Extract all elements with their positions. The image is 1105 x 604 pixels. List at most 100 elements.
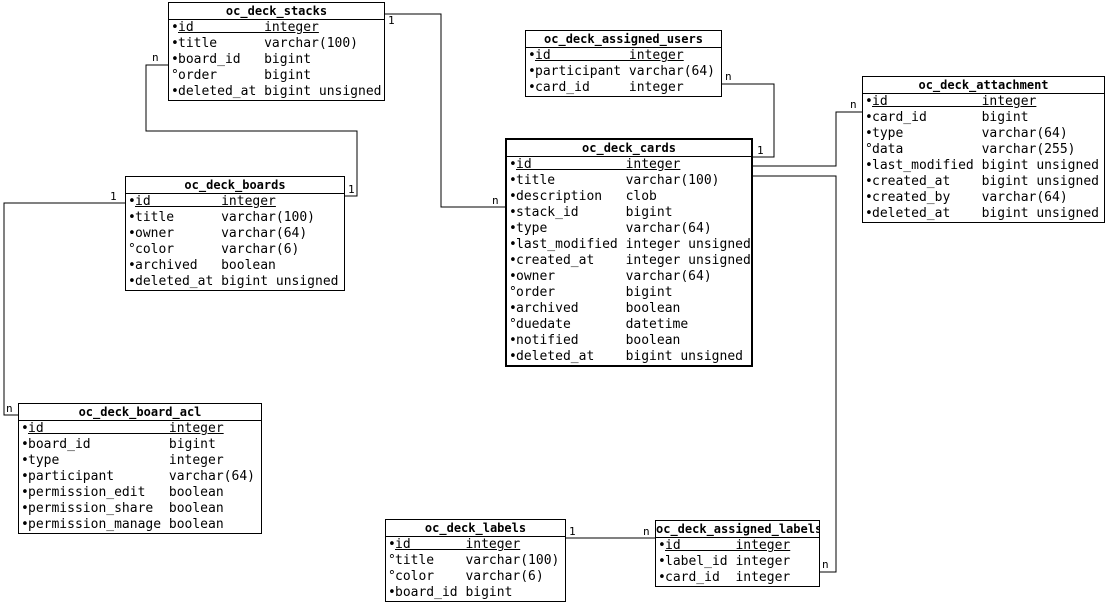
column-text: data varchar(255) bbox=[872, 142, 1076, 157]
column-row: • last_modified integer unsigned bbox=[507, 237, 751, 253]
table-name[interactable]: oc_deck_assigned_users bbox=[526, 31, 721, 48]
column-row: ° order bigint bbox=[507, 285, 751, 301]
column-row: • card_id integer bbox=[656, 570, 819, 586]
notnull-bullet-icon: • bbox=[528, 48, 536, 63]
relationship-line-oc_deck_assigned_labels--oc_deck_cards bbox=[753, 175, 837, 573]
notnull-bullet-icon: • bbox=[658, 554, 666, 569]
column-row: • deleted_at bigint unsigned bbox=[507, 349, 751, 365]
column-text: permission_manage boolean bbox=[28, 517, 224, 532]
column-text: notified boolean bbox=[516, 333, 681, 348]
column-row: ° data varchar(255) bbox=[863, 142, 1104, 158]
table-name[interactable]: oc_deck_board_acl bbox=[19, 404, 261, 421]
column-text: duedate datetime bbox=[516, 317, 689, 332]
column-row: • id integer bbox=[656, 538, 819, 554]
notnull-bullet-icon: • bbox=[509, 189, 517, 204]
column-text: id integer bbox=[535, 48, 684, 63]
column-row: • id integer bbox=[126, 194, 344, 210]
column-row: • id integer bbox=[507, 157, 751, 173]
cardinality-label: 1 bbox=[110, 190, 117, 203]
notnull-bullet-icon: • bbox=[509, 173, 517, 188]
notnull-bullet-icon: • bbox=[21, 437, 29, 452]
entity-table-oc_deck_attachment[interactable]: oc_deck_attachment • id integer • card_i… bbox=[862, 76, 1105, 223]
entity-table-oc_deck_labels[interactable]: oc_deck_labels • id integer ° title varc… bbox=[385, 519, 566, 602]
column-text: label_id integer bbox=[665, 554, 791, 569]
notnull-bullet-icon: • bbox=[21, 485, 29, 500]
entity-table-oc_deck_assigned_labels[interactable]: oc_deck_assigned_labels • id integer • l… bbox=[655, 520, 820, 587]
column-text: deleted_at bigint unsigned bbox=[872, 206, 1099, 221]
table-name[interactable]: oc_deck_assigned_labels bbox=[656, 522, 819, 538]
notnull-bullet-icon: • bbox=[388, 537, 396, 552]
notnull-bullet-icon: • bbox=[509, 237, 517, 252]
notnull-bullet-icon: • bbox=[865, 94, 873, 109]
column-row: • deleted_at bigint unsigned bbox=[126, 274, 344, 290]
entity-table-oc_deck_board_acl[interactable]: oc_deck_board_acl • id integer • board_i… bbox=[18, 403, 262, 534]
relationship-line-oc_deck_stacks--oc_deck_boards bbox=[145, 64, 358, 197]
column-row: • board_id bigint bbox=[19, 437, 261, 453]
notnull-bullet-icon: • bbox=[865, 110, 873, 125]
column-row: • notified boolean bbox=[507, 333, 751, 349]
column-row: • title varchar(100) bbox=[126, 210, 344, 226]
table-name[interactable]: oc_deck_stacks bbox=[169, 3, 384, 20]
cardinality-label: 1 bbox=[757, 144, 764, 157]
column-text: created_by varchar(64) bbox=[872, 190, 1068, 205]
table-name[interactable]: oc_deck_cards bbox=[507, 140, 751, 157]
column-row: ° duedate datetime bbox=[507, 317, 751, 333]
notnull-bullet-icon: • bbox=[171, 20, 179, 35]
column-text: id integer bbox=[178, 20, 319, 35]
column-text: board_id bigint bbox=[178, 52, 312, 67]
cardinality-label: n bbox=[850, 98, 857, 111]
table-name[interactable]: oc_deck_labels bbox=[386, 520, 565, 537]
notnull-bullet-icon: • bbox=[21, 421, 29, 436]
notnull-bullet-icon: • bbox=[128, 226, 136, 241]
notnull-bullet-icon: • bbox=[509, 205, 517, 220]
column-row: • id integer bbox=[863, 94, 1104, 110]
column-text: created_at bigint unsigned bbox=[872, 174, 1099, 189]
notnull-bullet-icon: • bbox=[658, 570, 666, 585]
relationship-line-oc_deck_boards--oc_deck_board_acl bbox=[3, 202, 125, 416]
notnull-bullet-icon: • bbox=[509, 221, 517, 236]
cardinality-label: n bbox=[6, 402, 13, 415]
column-text: last_modified integer unsigned bbox=[516, 237, 751, 252]
column-text: title varchar(100) bbox=[516, 173, 720, 188]
column-row: • card_id bigint bbox=[863, 110, 1104, 126]
column-row: • label_id integer bbox=[656, 554, 819, 570]
table-name[interactable]: oc_deck_boards bbox=[126, 177, 344, 194]
column-text: board_id bigint bbox=[28, 437, 216, 452]
column-row: • title varchar(100) bbox=[169, 36, 384, 52]
notnull-bullet-icon: • bbox=[509, 253, 517, 268]
entity-table-oc_deck_cards[interactable]: oc_deck_cards • id integer • title varch… bbox=[505, 138, 753, 367]
column-row: • permission_edit boolean bbox=[19, 485, 261, 501]
column-row: • type integer bbox=[19, 453, 261, 469]
notnull-bullet-icon: • bbox=[509, 349, 517, 364]
cardinality-label: n bbox=[152, 51, 159, 64]
cardinality-label: n bbox=[492, 194, 499, 207]
column-row: • owner varchar(64) bbox=[507, 269, 751, 285]
column-text: id integer bbox=[395, 537, 521, 552]
notnull-bullet-icon: • bbox=[128, 258, 136, 273]
entity-table-oc_deck_boards[interactable]: oc_deck_boards • id integer • title varc… bbox=[125, 176, 345, 291]
column-row: • id integer bbox=[526, 48, 721, 64]
column-row: • last_modified bigint unsigned bbox=[863, 158, 1104, 174]
column-row: • owner varchar(64) bbox=[126, 226, 344, 242]
column-row: ° color varchar(6) bbox=[386, 569, 565, 585]
notnull-bullet-icon: • bbox=[865, 174, 873, 189]
notnull-bullet-icon: • bbox=[509, 157, 517, 172]
notnull-bullet-icon: • bbox=[509, 333, 517, 348]
column-text: owner varchar(64) bbox=[135, 226, 308, 241]
entity-table-oc_deck_stacks[interactable]: oc_deck_stacks • id integer • title varc… bbox=[168, 2, 385, 101]
relationship-line-oc_deck_attachment--oc_deck_cards bbox=[753, 111, 862, 167]
nullable-bullet-icon: ° bbox=[388, 569, 396, 584]
column-row: • id integer bbox=[169, 20, 384, 36]
notnull-bullet-icon: • bbox=[21, 469, 29, 484]
cardinality-label: n bbox=[822, 558, 829, 571]
entity-table-oc_deck_assigned_users[interactable]: oc_deck_assigned_users • id integer • pa… bbox=[525, 30, 722, 97]
column-text: title varchar(100) bbox=[135, 210, 316, 225]
column-row: ° order bigint bbox=[169, 68, 384, 84]
column-text: owner varchar(64) bbox=[516, 269, 712, 284]
column-row: • id integer bbox=[19, 421, 261, 437]
column-row: • deleted_at bigint unsigned bbox=[863, 206, 1104, 222]
column-text: card_id bigint bbox=[872, 110, 1029, 125]
column-text: id integer bbox=[872, 94, 1037, 109]
table-name[interactable]: oc_deck_attachment bbox=[863, 77, 1104, 94]
